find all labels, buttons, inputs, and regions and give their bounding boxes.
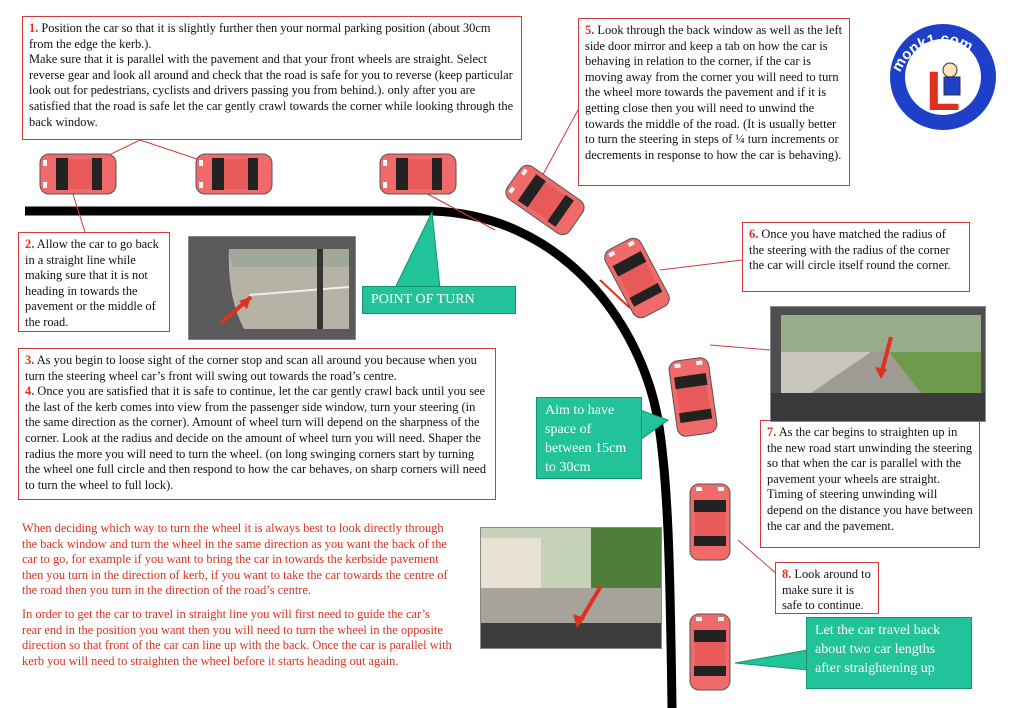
step-4-num: 4. xyxy=(25,384,35,399)
advice-text: When deciding which way to turn the whee… xyxy=(22,521,452,677)
step-1-num: 1. xyxy=(29,21,39,35)
connector-8 xyxy=(737,539,779,576)
connector-7 xyxy=(709,344,771,351)
connector-3 xyxy=(419,189,496,231)
step-1-text: Position the car so that it is slightly … xyxy=(29,21,514,129)
aim-space-label: Aim to have space of between 15cm to 30c… xyxy=(536,397,642,479)
photo-1-drawing xyxy=(189,237,355,339)
step-3-text: As you begin to loose sight of the corne… xyxy=(25,353,477,383)
step-7-box: 7. As the car begins to straighten up in… xyxy=(760,420,980,548)
photo-3-drawing xyxy=(481,528,661,648)
photo-back-window-1 xyxy=(188,236,356,340)
connector-6 xyxy=(659,259,743,271)
kerb-line xyxy=(25,206,677,708)
monk1-logo: L monk1.com xyxy=(888,22,998,132)
step-5-num: 5. xyxy=(585,23,595,37)
step-5-text: Look through the back window as well as … xyxy=(585,23,843,162)
car-8 xyxy=(689,613,731,691)
photo-back-window-2 xyxy=(770,306,986,422)
photo-2-drawing xyxy=(771,307,985,421)
advice-paragraph-2: In order to get the car to travel in str… xyxy=(22,606,452,668)
step-6-num: 6. xyxy=(749,227,759,241)
car-3 xyxy=(379,153,457,195)
logo-drawing: L monk1.com xyxy=(888,24,996,130)
car-2 xyxy=(195,153,273,195)
car-4 xyxy=(501,161,589,239)
travel-back-label: Let the car travel back about two car le… xyxy=(806,617,972,689)
step-6-text: Once you have matched the radius of the … xyxy=(749,227,951,273)
step-8-num: 8. xyxy=(782,567,792,581)
step-3-num: 3. xyxy=(25,353,35,367)
step-7-num: 7. xyxy=(767,425,777,439)
car-7 xyxy=(689,483,731,561)
point-of-turn-label: POINT OF TURN xyxy=(362,286,516,314)
step-8-box: 8. Look around to make sure it is safe t… xyxy=(775,562,879,614)
step-2-box: 2. Allow the car to go back in a straigh… xyxy=(18,232,170,332)
car-5 xyxy=(601,234,673,322)
step-2-num: 2. xyxy=(25,237,35,251)
connector-5 xyxy=(539,109,579,181)
step-7-text: As the car begins to straighten up in th… xyxy=(767,425,973,533)
step-6-box: 6. Once you have matched the radius of t… xyxy=(742,222,970,292)
steer-red-line xyxy=(599,279,631,309)
step-1-box: 1. Position the car so that it is slight… xyxy=(22,16,522,140)
car-6 xyxy=(667,356,719,438)
step-3-4-box: 3. As you begin to loose sight of the co… xyxy=(18,348,496,500)
step-2-text: Allow the car to go back in a straight l… xyxy=(25,237,159,329)
advice-paragraph-1: When deciding which way to turn the whee… xyxy=(22,521,448,598)
photo-back-window-3 xyxy=(480,527,662,649)
step-5-box: 5. Look through the back window as well … xyxy=(578,18,850,186)
step-8-text: Look around to make sure it is safe to c… xyxy=(782,567,871,613)
car-1 xyxy=(39,153,117,195)
step-4-text: Once you are satisfied that it is safe t… xyxy=(25,384,487,492)
